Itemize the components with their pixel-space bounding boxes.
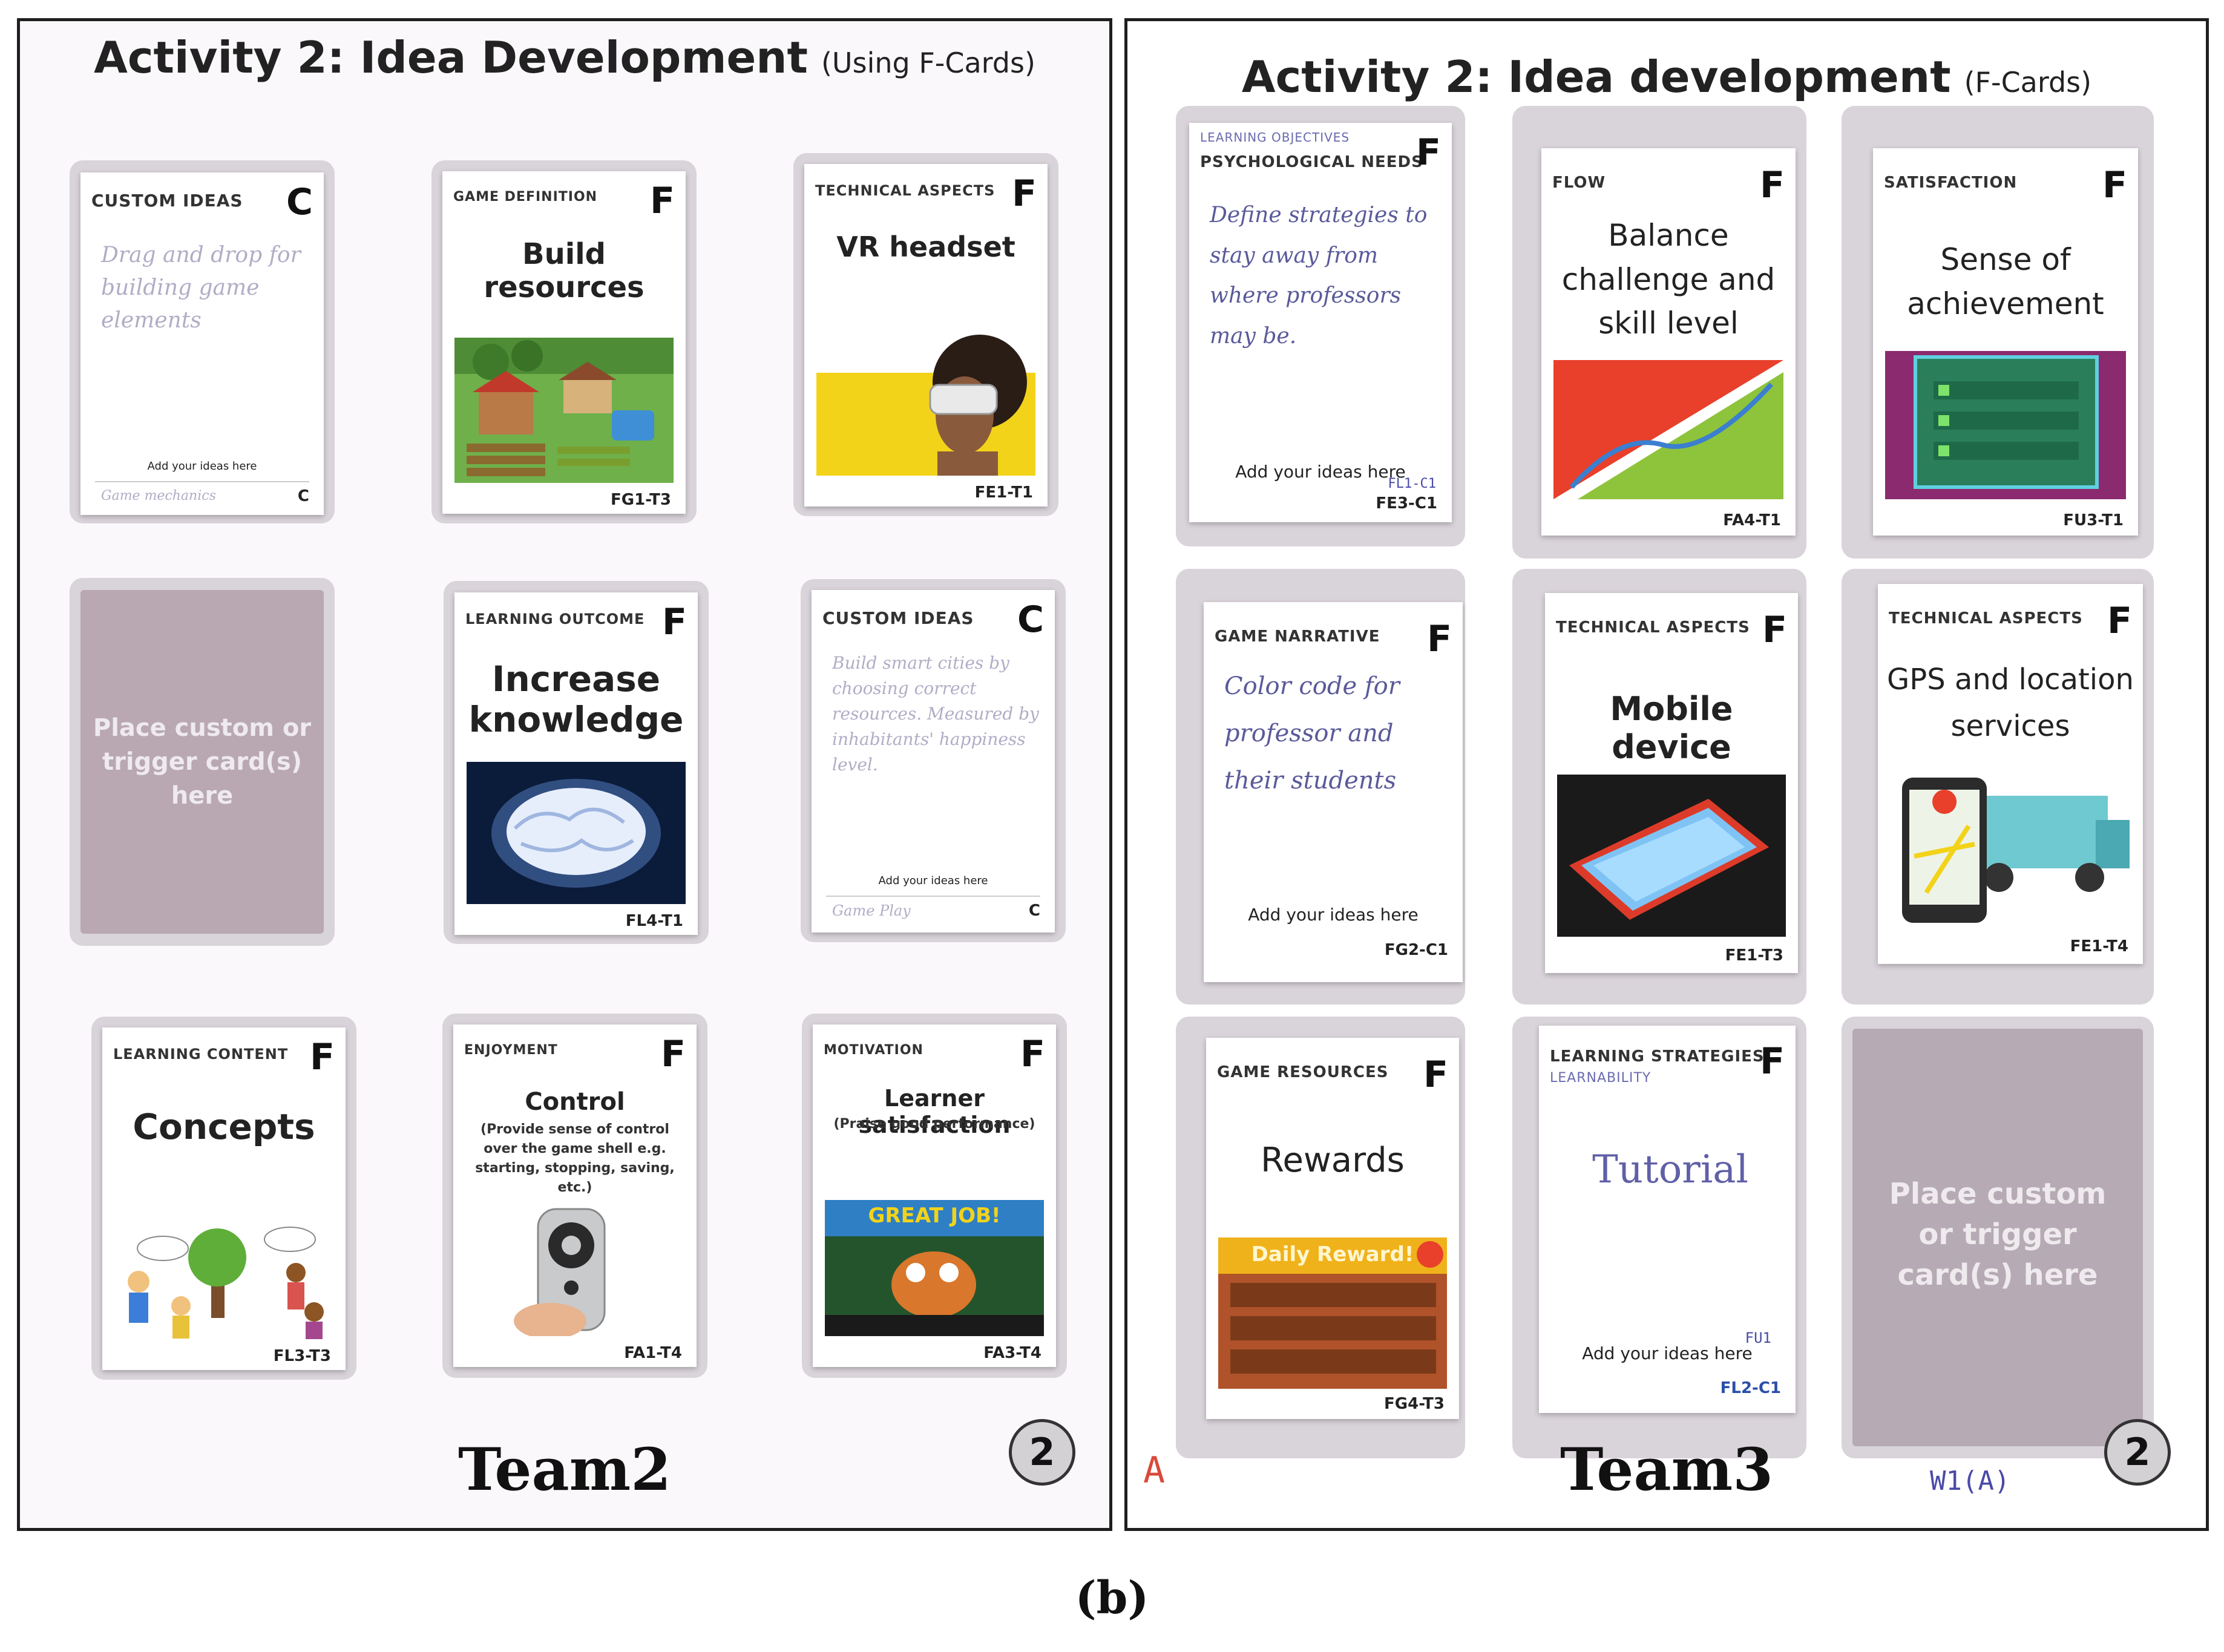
right-board: Activity 2: Idea development(F-Cards) LE…: [1124, 18, 2209, 1531]
psychological-needs-card[interactable]: LEARNING OBJECTIVES PSYCHOLOGICAL NEEDS …: [1189, 123, 1452, 522]
people-concepts-image: [114, 1191, 333, 1339]
board-title: Activity 2: Idea Development(Using F-Car…: [94, 32, 1035, 83]
flow-diagram-image: [1553, 360, 1783, 499]
handwritten-idea: Tutorial: [1592, 1147, 1748, 1192]
remote-control-image: [465, 1203, 684, 1339]
pencil-letter: A: [1143, 1449, 1166, 1492]
farm-game-image: [454, 338, 674, 483]
achievements-screen-image: [1885, 351, 2126, 499]
glowing-brain-image: [467, 762, 686, 904]
smartphone-image: [1557, 775, 1786, 937]
pencil-note: W1(A): [1930, 1466, 2010, 1496]
page-number-badge: 2: [2104, 1419, 2171, 1486]
daily-reward-image: Daily Reward!: [1218, 1237, 1447, 1389]
team-label: Team2: [458, 1435, 672, 1504]
figure-caption: (b): [1075, 1572, 1149, 1624]
handwritten-idea: Color code for professor and their stude…: [1224, 672, 1400, 795]
board-title: Activity 2: Idea development(F-Cards): [1241, 51, 2092, 102]
team-label: Team3: [1560, 1435, 1774, 1504]
handwritten-idea: Build smart cities by choosing correct r…: [832, 653, 1039, 775]
page-number-badge: 2: [1009, 1419, 1075, 1486]
custom-card-placeholder[interactable]: Place custom or trigger card(s) here: [80, 590, 324, 934]
handwritten-idea: Define strategies to stay away from wher…: [1210, 203, 1428, 349]
custom-card-placeholder[interactable]: Place custom or trigger card(s) here: [1852, 1029, 2143, 1446]
handwritten-idea: Drag and drop for building game elements: [101, 243, 301, 333]
learning-strategies-card[interactable]: LEARNING STRATEGIES LEARNABILITY F Tutor…: [1539, 1026, 1796, 1413]
left-board: Activity 2: Idea Development(Using F-Car…: [17, 18, 1112, 1531]
great-job-image: GREAT JOB!: [825, 1200, 1044, 1336]
vr-headset-image: [816, 315, 1035, 476]
gps-truck-image: [1890, 772, 2131, 926]
